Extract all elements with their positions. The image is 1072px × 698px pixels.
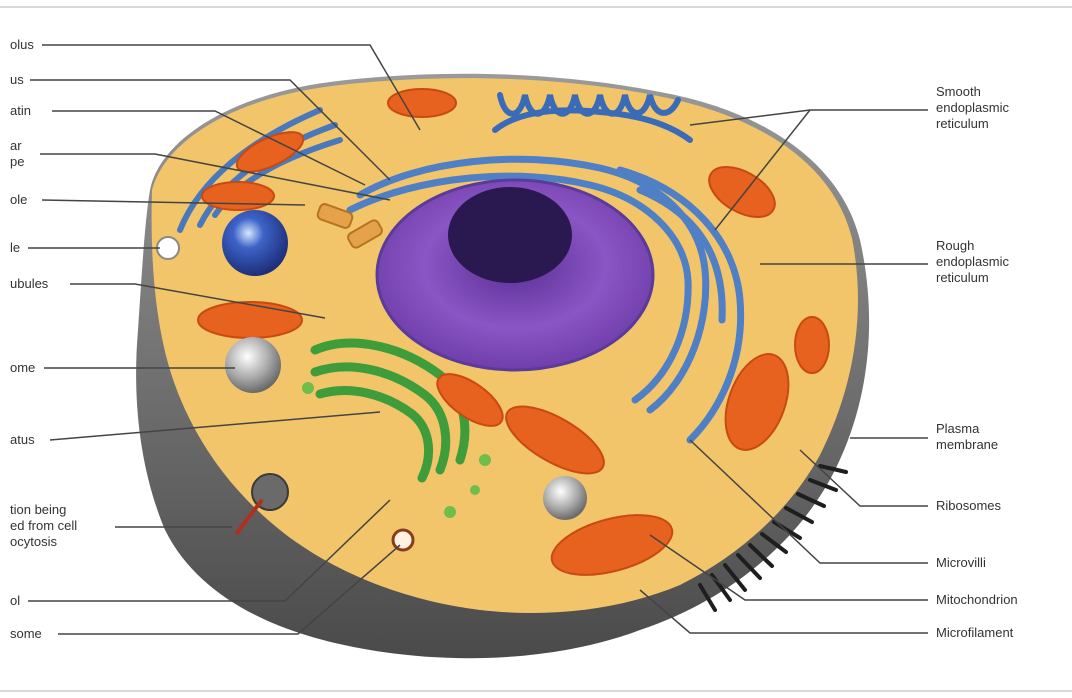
label-golgi: atus: [10, 432, 35, 448]
label-endocytosis: tion being ed from cell ocytosis: [10, 502, 77, 550]
label-nucleus: us: [10, 72, 24, 88]
label-rough-er: Rough endoplasmic reticulum: [936, 238, 1009, 286]
label-nuclear-envelope: ar pe: [10, 138, 24, 170]
label-plasma-membrane: Plasma membrane: [936, 421, 998, 453]
label-smooth-er: Smooth endoplasmic reticulum: [936, 84, 1009, 132]
label-lysosome: ome: [10, 360, 35, 376]
label-microvilli: Microvilli: [936, 555, 986, 571]
peroxisome: [393, 530, 413, 550]
label-microtubules: ubules: [10, 276, 48, 292]
label-chromatin: atin: [10, 103, 31, 119]
label-microfilament: Microfilament: [936, 625, 1013, 641]
label-nucleolus: olus: [10, 37, 34, 53]
label-mitochondrion: Mitochondrion: [936, 592, 1018, 608]
vesicle: [157, 237, 179, 259]
label-cytosol: ol: [10, 593, 20, 609]
label-peroxisome: some: [10, 626, 42, 642]
nucleolus: [448, 187, 572, 283]
label-ribosomes: Ribosomes: [936, 498, 1001, 514]
vacuole: [222, 210, 288, 276]
lysosome-2: [543, 476, 587, 520]
label-vesicle-1: ole: [10, 192, 27, 208]
lysosome-1: [225, 337, 281, 393]
label-vesicle-2: le: [10, 240, 20, 256]
